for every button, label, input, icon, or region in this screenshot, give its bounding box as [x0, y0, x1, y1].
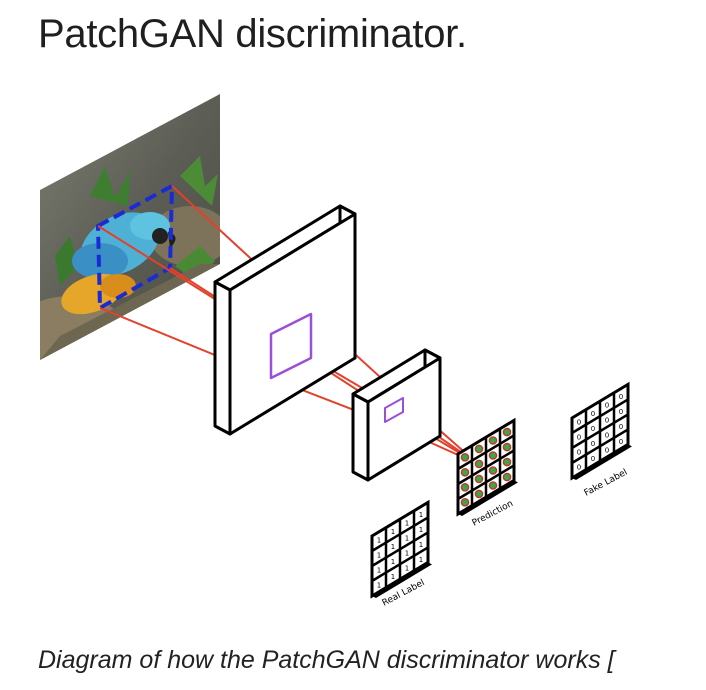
fake-label-cell: 0: [619, 408, 623, 416]
input-image: [40, 94, 220, 360]
fake-label-cell: 0: [591, 410, 595, 418]
fake-label-cell: 0: [591, 455, 595, 463]
fake-label-cell: 0: [577, 448, 581, 456]
real-label-cell: 1: [377, 536, 381, 544]
fake-label-cell: 0: [591, 440, 595, 448]
conv-layer-2: [351, 348, 442, 482]
prediction-cell: [474, 489, 484, 499]
real-label-cell: 1: [391, 543, 395, 551]
real-label-cell: 1: [419, 526, 423, 534]
prediction-cell: [460, 482, 470, 492]
fake-label-cell: 0: [577, 433, 581, 441]
prediction-cell: [460, 497, 470, 507]
prediction-cell: [474, 459, 484, 469]
real-label-cell: 1: [419, 556, 423, 564]
prediction-cell: [502, 442, 512, 452]
fake-label-cell: 0: [591, 425, 595, 433]
page-title: PatchGAN discriminator.: [38, 12, 467, 56]
fake-label-cell: 0: [605, 417, 609, 425]
real-label-cell: 1: [391, 528, 395, 536]
prediction-cell: [460, 452, 470, 462]
figure-caption: Diagram of how the PatchGAN discriminato…: [38, 646, 615, 675]
fake-label-grid: 0 0 0 0 0 0 0 0 0 0 0 0 0 0 0 0: [570, 381, 632, 481]
prediction-cell: [502, 472, 512, 482]
real-label-cell: 1: [419, 511, 423, 519]
output-grids: 0 0 0 0 0 0 0 0 0 0 0 0 0 0 0 0 1 1 1 1 1 1 1 1 1 1 1 1 1 1 1 1: [370, 381, 632, 599]
prediction-cell: [474, 444, 484, 454]
conv-layer-1: [213, 204, 357, 436]
prediction-cell: [502, 427, 512, 437]
prediction-cell: [460, 467, 470, 477]
caption-reference-link[interactable]: [: [607, 646, 615, 674]
real-label-cell: 1: [377, 566, 381, 574]
feature-square-1: [269, 312, 313, 380]
real-label-grid: 1 1 1 1 1 1 1 1 1 1 1 1 1 1 1 1: [370, 499, 432, 599]
fake-label-cell: 0: [619, 423, 623, 431]
fake-label-cell: 0: [619, 438, 623, 446]
real-label-cell: 1: [391, 573, 395, 581]
real-label-cell: 1: [377, 581, 381, 589]
real-label-cell: 1: [419, 541, 423, 549]
prediction-cell: [488, 466, 498, 475]
fake-label-cell: 0: [605, 447, 609, 455]
fake-label: Fake Label: [583, 468, 630, 499]
feature-square-2: [384, 397, 404, 423]
prediction-cell: [488, 451, 498, 460]
prediction-grid: [456, 417, 518, 517]
fake-label-cell: 0: [605, 432, 609, 440]
real-label-cell: 1: [405, 565, 409, 573]
prediction-cell: [488, 436, 498, 445]
prediction-cell: [474, 474, 484, 484]
prediction-cell: [502, 457, 512, 467]
fake-label-cell: 0: [577, 418, 581, 426]
real-label-cell: 1: [377, 551, 381, 559]
caption-text: Diagram of how the PatchGAN discriminato…: [38, 646, 608, 674]
fake-label-cell: 0: [577, 463, 581, 471]
real-label-cell: 1: [405, 550, 409, 558]
real-label-cell: 1: [405, 520, 409, 528]
fake-label-cell: 0: [619, 393, 623, 401]
real-label-cell: 1: [391, 558, 395, 566]
fake-label-cell: 0: [605, 402, 609, 410]
real-label-cell: 1: [405, 535, 409, 543]
prediction-cell: [488, 481, 498, 490]
